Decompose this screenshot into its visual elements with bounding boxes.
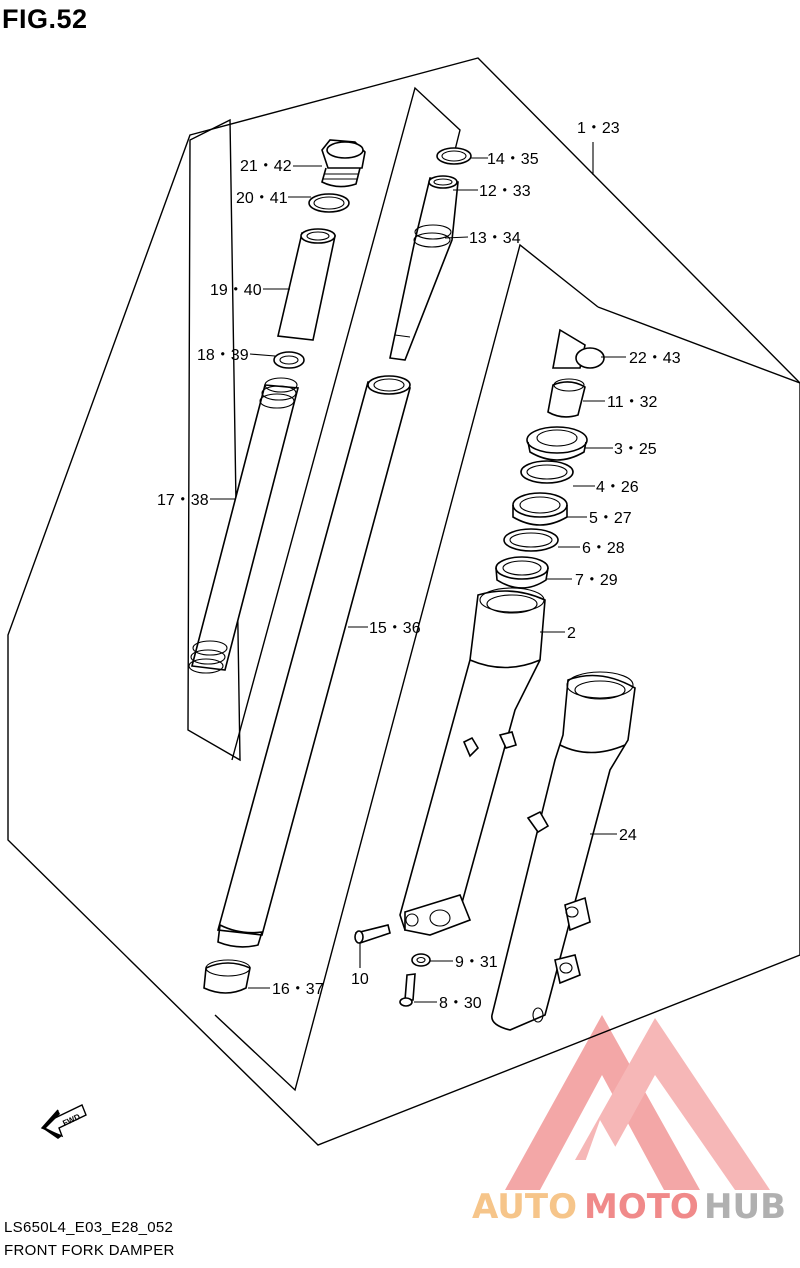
callout-12-33: 12・33 [479, 183, 531, 200]
callout-13-34: 13・34 [469, 230, 521, 247]
callout-14-35: 14・35 [487, 151, 539, 168]
dust-cover[interactable] [552, 328, 605, 369]
callout-4-26: 4・26 [596, 479, 639, 496]
gasket[interactable] [411, 953, 431, 967]
leader-lines [210, 142, 626, 1003]
callout-2: 2 [567, 625, 576, 642]
slide-bushing[interactable] [203, 959, 251, 994]
outer-tube-right[interactable] [491, 671, 636, 1031]
callout-20-41: 20・41 [236, 190, 288, 207]
callout-17-38: 17・38 [157, 492, 209, 509]
spacer-tube[interactable] [277, 228, 336, 341]
damper-frame [231, 86, 461, 761]
callout-11-32: 11・32 [607, 394, 658, 411]
outer-tube-left[interactable] [399, 587, 546, 936]
top-bushing[interactable] [547, 378, 586, 418]
inner-tube[interactable] [216, 375, 412, 948]
callout-6-28: 6・28 [582, 540, 625, 557]
oil-seal[interactable] [512, 492, 568, 526]
callout-7-29: 7・29 [575, 572, 618, 589]
inner-tube-frame [214, 243, 599, 1092]
callout-5-27: 5・27 [589, 510, 632, 527]
callout-9-31: 9・31 [455, 954, 498, 971]
watermark-auto: AUTO [472, 1187, 577, 1227]
callout-24: 24 [619, 827, 637, 844]
outer-assembly-frame [7, 57, 800, 1146]
bolt-10[interactable] [354, 924, 391, 944]
outer-tube-frame [597, 306, 800, 384]
washer[interactable] [273, 351, 305, 369]
stopper-ring[interactable] [520, 460, 574, 484]
callout-3-25: 3・25 [614, 441, 657, 458]
callout-10: 10 [351, 971, 369, 988]
watermark-moto: MOTO [584, 1187, 699, 1227]
model-code: LS650L4_E03_E28_052 [4, 1219, 174, 1236]
diagram-subtitle: FRONT FORK DAMPER [4, 1242, 175, 1259]
callout-8-30: 8・30 [439, 995, 482, 1012]
callout-21-42: 21・42 [240, 158, 292, 175]
callout-18-39: 18・39 [197, 347, 249, 364]
callout-1-23: 1・23 [577, 120, 620, 137]
callout-22-43: 22・43 [629, 350, 681, 367]
watermark-text: AUTO MOTO HUB [472, 1187, 786, 1227]
guide-bushing[interactable] [495, 556, 549, 589]
fork-spring[interactable] [188, 377, 300, 674]
cap-bolt[interactable] [321, 139, 366, 188]
callout-16-37: 16・37 [272, 981, 324, 998]
figure-title: FIG.52 [2, 4, 88, 34]
bolt-8[interactable] [399, 973, 416, 1007]
callout-19-40: 19・40 [210, 282, 262, 299]
fwd-arrow-icon: FWD [40, 1104, 87, 1139]
watermark-hub: HUB [704, 1187, 786, 1227]
callout-15-36: 15・36 [369, 620, 421, 637]
oil-seal-retainer[interactable] [503, 528, 559, 552]
dust-seal[interactable] [526, 426, 588, 461]
watermark-logo-icon [505, 1015, 770, 1190]
inner-assembly-frame [187, 118, 241, 762]
damper-rod[interactable] [389, 175, 459, 361]
